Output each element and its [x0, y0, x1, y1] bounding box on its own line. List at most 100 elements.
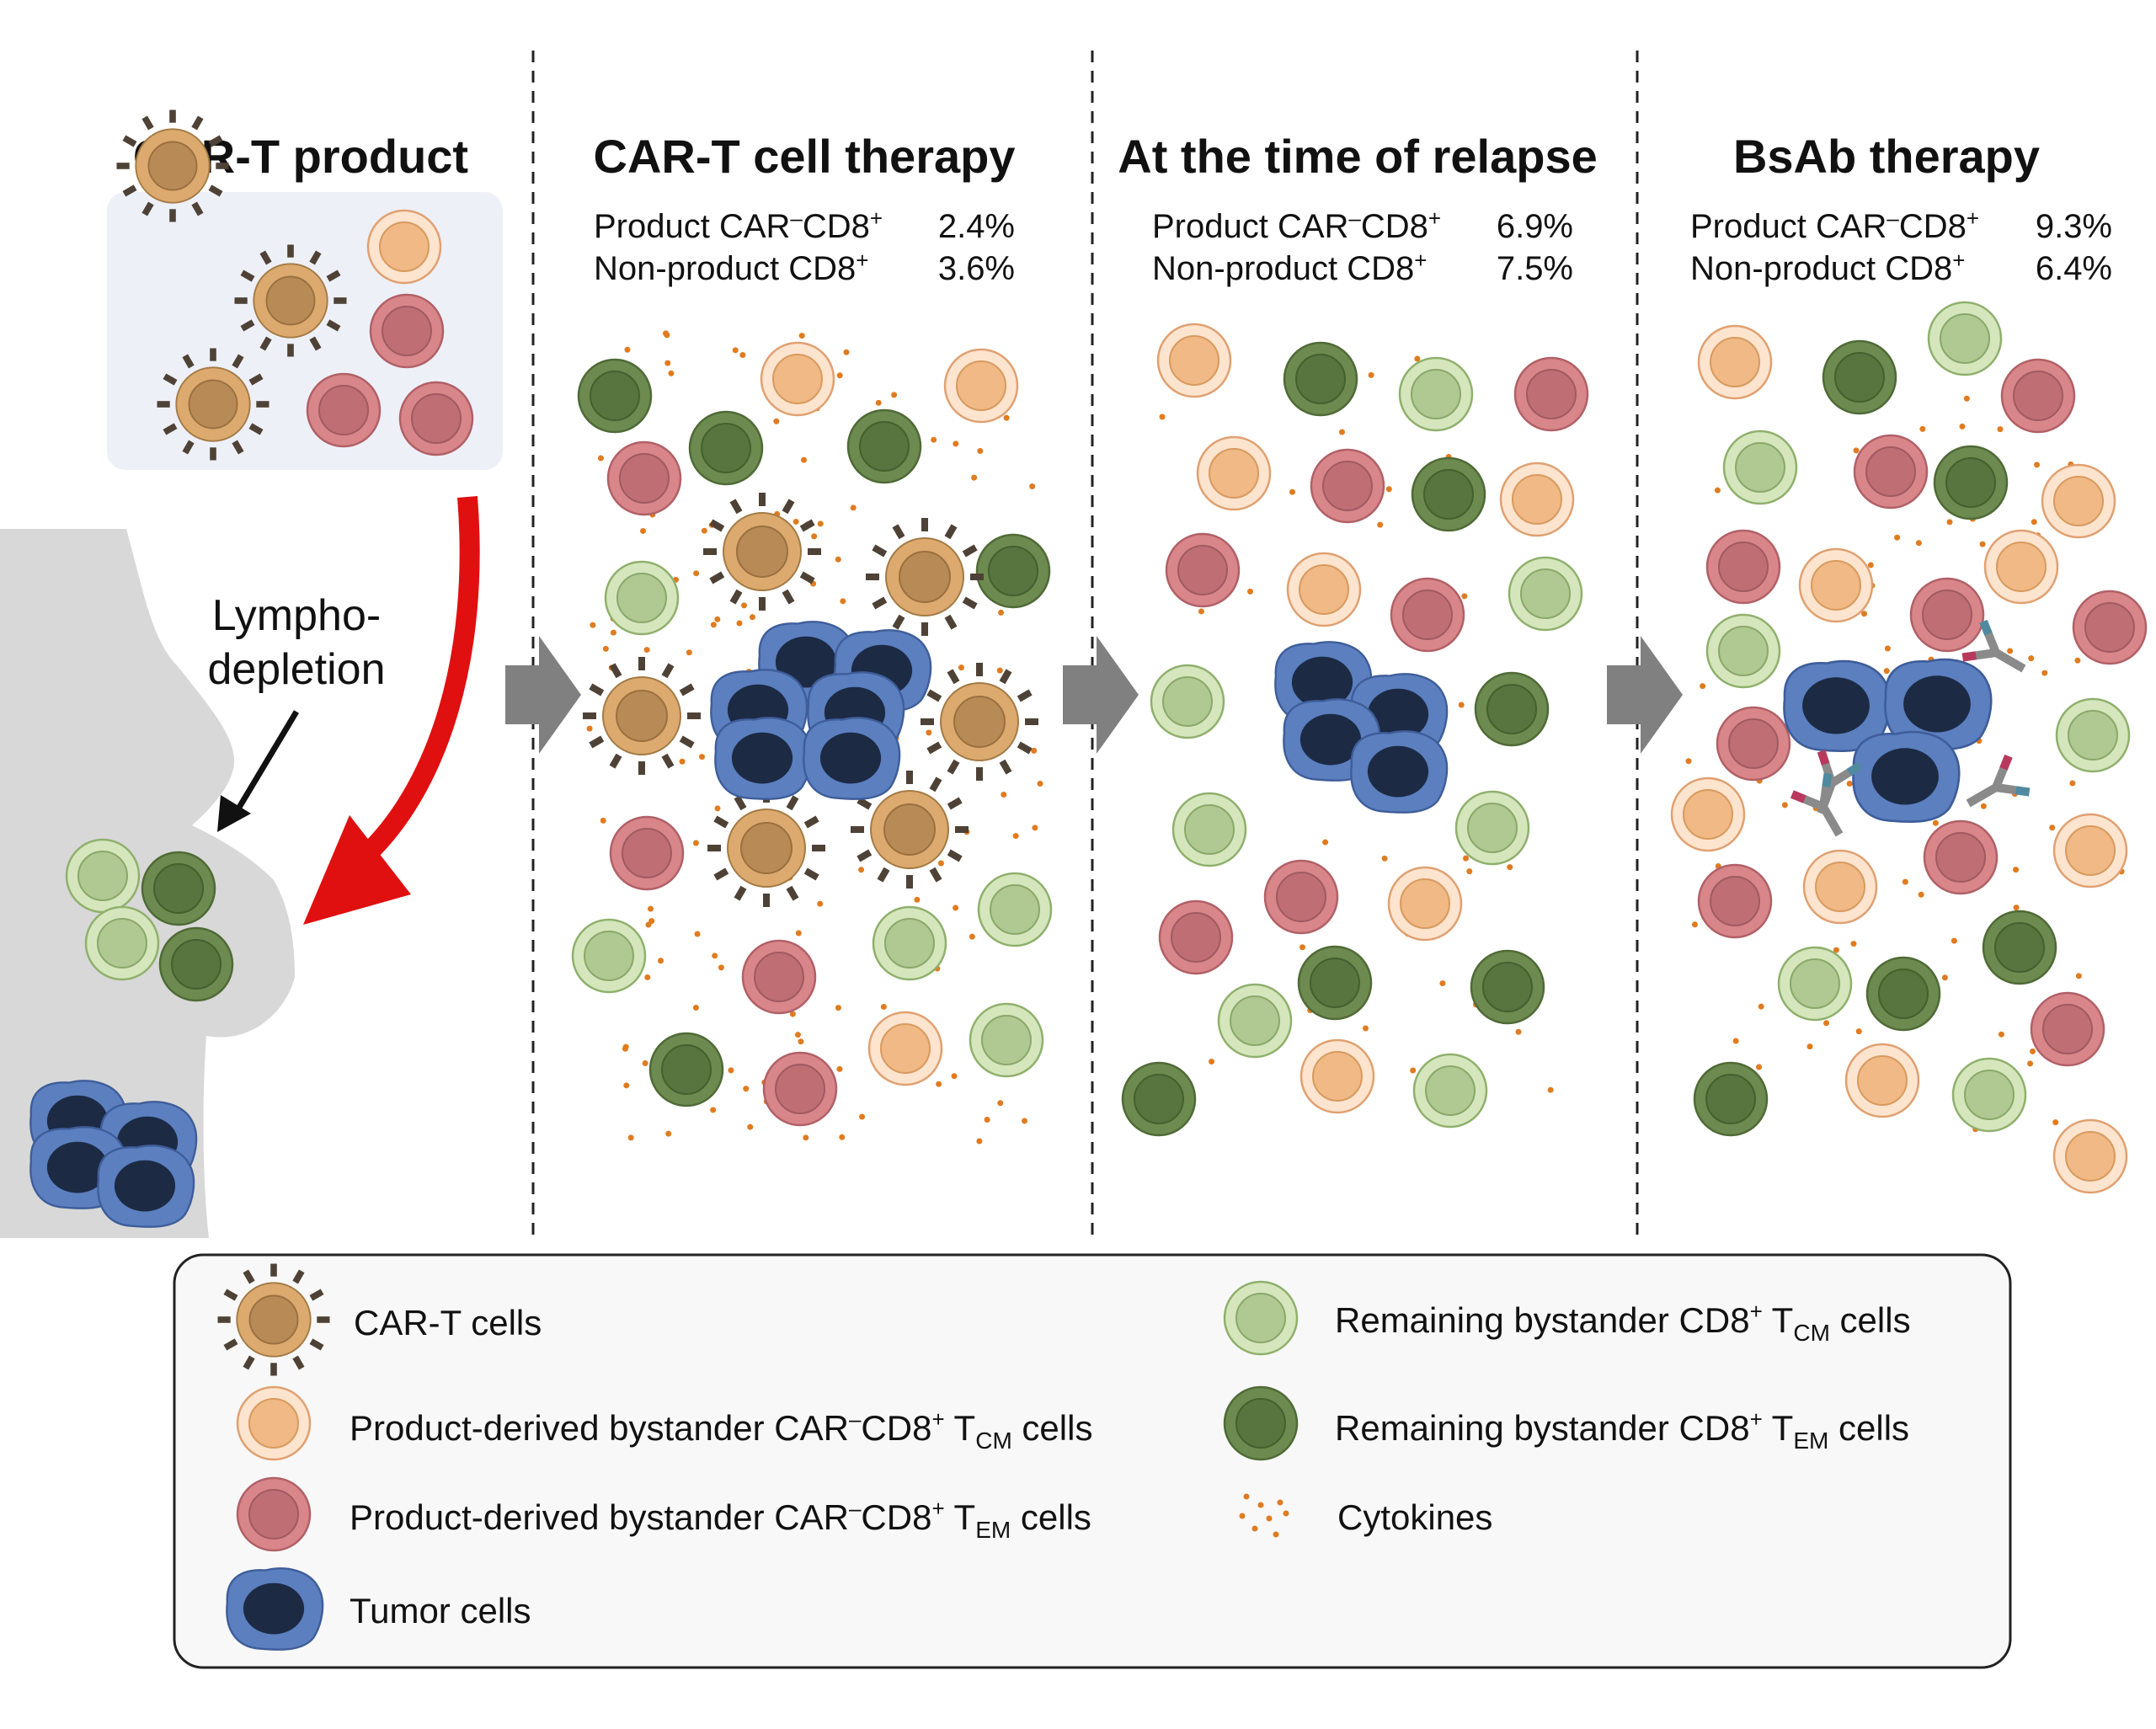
product-tcm-cell: [1798, 547, 1874, 623]
product-tcm-cell: [867, 1011, 943, 1086]
remaining-tcm-cell: [1508, 556, 1583, 632]
remaining-tem-cell: [1470, 949, 1545, 1025]
lymphodepletion-label-line1: Lympho-: [212, 591, 381, 640]
product-tem-cell: [2072, 590, 2148, 665]
car-t-cell: [157, 348, 270, 461]
progress-arrow-3: [1607, 636, 1683, 754]
remaining-tcm-cell: [1705, 613, 1781, 689]
tumor-cell: [226, 1567, 324, 1651]
product-tem-cell: [1909, 577, 1985, 653]
remaining-tem-cell: [1297, 945, 1373, 1021]
remaining-tcm-cell: [872, 905, 947, 981]
tumor-cell: [803, 717, 901, 800]
product-tcm-cell: [1802, 849, 1878, 925]
remaining-tem-cell: [1283, 341, 1358, 417]
remaining-tcm-cell: [65, 838, 141, 914]
product-tem-cell: [369, 293, 445, 369]
remaining-tcm-cell: [969, 1002, 1044, 1078]
remaining-tcm-cell: [1217, 983, 1293, 1059]
car-t-cell: [703, 493, 821, 611]
product-tcm-cell: [1983, 529, 2059, 605]
legend-label-product-tcm: Product-derived bystander CAR–CD8+ TCM c…: [350, 1406, 1092, 1454]
product-tcm-cell: [2052, 813, 2128, 889]
progress-arrow-2: [1063, 636, 1139, 754]
legend-label-tumor: Tumor cells: [350, 1591, 531, 1630]
remaining-tcm-cell: [1171, 792, 1247, 867]
stat-product-label: Product CAR–CD8+: [594, 205, 883, 245]
remaining-tem-cell: [846, 408, 922, 484]
legend-icons: [217, 1263, 1299, 1651]
remaining-tem-cell: [1865, 956, 1941, 1032]
product-tem-cell: [1263, 859, 1339, 935]
product-tem-cell: [741, 939, 817, 1015]
car-t-cell: [116, 109, 229, 222]
remaining-tcm-cell: [977, 872, 1053, 947]
stat-product-label: Product CAR–CD8+: [1690, 205, 1979, 245]
product-tem-cell: [2000, 358, 2076, 434]
remaining-tcm-cell: [1150, 664, 1225, 739]
infusion-arrowhead: [303, 815, 411, 925]
remaining-tcm-cell: [2055, 697, 2131, 773]
product-tcm-cell: [943, 348, 1019, 424]
product-tcm-cell: [2052, 1118, 2128, 1194]
remaining-tem-cell: [141, 851, 216, 926]
lymphodepletion-arrowhead: [217, 795, 251, 832]
product-tem-cell: [306, 372, 382, 448]
product-tem-cell: [762, 1051, 838, 1127]
product-tcm-cell: [1299, 1038, 1375, 1114]
product-tem-cell: [236, 1476, 312, 1552]
remaining-tcm-cell: [1223, 1280, 1299, 1356]
stat-nonproduct-label: Non-product CD8+: [1690, 248, 1965, 287]
product-tem-cell: [1513, 356, 1589, 432]
remaining-tem-cell: [1693, 1061, 1769, 1137]
remaining-tcm-cell: [1951, 1057, 2027, 1133]
panel-title-bsab: BsAb therapy: [1733, 130, 2040, 183]
remaining-tem-cell: [975, 533, 1051, 609]
product-tem-cell: [1705, 529, 1781, 605]
product-tem-cell: [606, 440, 682, 516]
cells-layer: [29, 109, 2148, 1228]
product-tcm-cell: [236, 1385, 312, 1461]
remaining-tcm-cell: [571, 918, 647, 994]
legend-label-cytokines: Cytokines: [1337, 1497, 1492, 1537]
remaining-tcm-cell: [1398, 356, 1474, 432]
car-t-cell: [217, 1263, 330, 1376]
product-tcm-cell: [1387, 866, 1463, 942]
stat-nonproduct-value: 6.4%: [2036, 250, 2112, 287]
tumor-cell: [714, 717, 813, 800]
product-tem-cell: [1697, 863, 1773, 939]
infusion-arrow: [363, 496, 480, 858]
product-tem-cell: [1853, 434, 1929, 510]
stat-product-label: Product CAR–CD8+: [1152, 205, 1441, 245]
tumor-cell: [1852, 730, 1961, 824]
product-tem-cell: [1390, 577, 1465, 653]
product-tem-cell: [1158, 899, 1234, 975]
product-tcm-cell: [1499, 462, 1575, 537]
car-t-cell: [234, 244, 347, 357]
stat-nonproduct-label: Non-product CD8+: [594, 248, 868, 287]
remaining-tem-cell: [1933, 445, 2009, 520]
lymphodepletion-label-line2: depletion: [207, 645, 385, 694]
stat-product-value: 9.3%: [2036, 208, 2112, 245]
remaining-tem-cell: [1121, 1061, 1197, 1137]
car-t-cell: [707, 789, 825, 907]
remaining-tcm-cell: [1777, 946, 1853, 1022]
legend-label-product-tem: Product-derived bystander CAR–CD8+ TEM c…: [350, 1496, 1091, 1543]
panel-title-cart-therapy: CAR-T cell therapy: [594, 130, 1016, 183]
product-tem-cell: [1165, 532, 1241, 608]
legend-box: [173, 1253, 2012, 1669]
remaining-tem-cell: [1411, 456, 1486, 532]
product-tcm-cell: [1196, 435, 1272, 511]
remaining-tem-cell: [648, 1032, 724, 1107]
product-tcm-cell: [1286, 552, 1362, 627]
remaining-tem-cell: [158, 926, 234, 1002]
tumor-cell: [97, 1145, 195, 1228]
remaining-tem-cell: [1474, 671, 1550, 747]
remaining-tcm-cell: [1927, 301, 2003, 376]
car-t-cell: [921, 663, 1038, 781]
remaining-tem-cell: [1223, 1385, 1299, 1461]
legend-label-car-t: CAR-T cells: [354, 1303, 542, 1342]
stat-nonproduct-value: 7.5%: [1497, 250, 1573, 287]
legend-label-remaining-tem: Remaining bystander CD8+ TEM cells: [1335, 1406, 1909, 1454]
